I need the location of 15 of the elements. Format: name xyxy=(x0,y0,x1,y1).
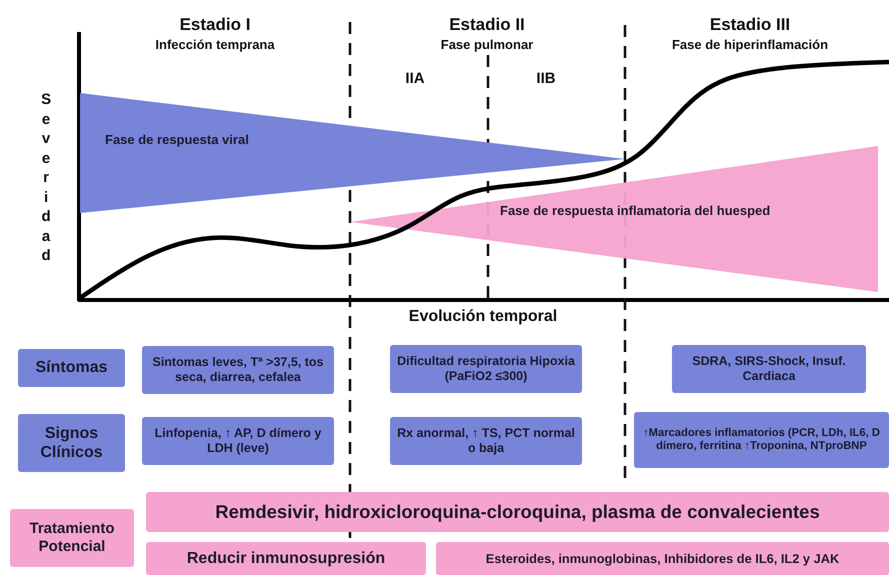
treatment-bar: Esteroides, inmunoglobinas, Inhibidores de IL6, IL2 y JAK xyxy=(436,542,889,575)
info-box: Dificultad respiratoria Hipoxia (PaFiO2 ≤300) xyxy=(390,345,582,393)
info-box: Rx anormal, ↑ TS, PCT normal o baja xyxy=(390,417,582,465)
info-box: ↑Marcadores inflamatorios (PCR, LDh, IL6, D dímero, ferritina ↑Troponina, NTproBNP xyxy=(634,412,889,468)
row-heading: Síntomas xyxy=(18,349,125,387)
treatment-bar: Remdesivir, hidroxicloroquina-cloroquina, plasma de convalecientes xyxy=(146,492,889,532)
row-heading: Tratamiento Potencial xyxy=(10,509,134,567)
treatment-bar: Reducir inmunosupresión xyxy=(146,542,426,575)
axis-label: Severidad xyxy=(41,90,56,266)
phase-label: Fase de respuesta inflamatoria del huesped xyxy=(500,202,770,220)
info-box: Linfopenia, ↑ AP, D dímero y LDH (leve) xyxy=(142,417,334,465)
phase-label: Fase de respuesta viral xyxy=(105,131,249,149)
info-box: Sintomas leves, Tª >37,5, tos seca, diarrea, cefalea xyxy=(142,346,334,394)
row-heading: Signos Clínicos xyxy=(18,414,125,472)
info-box: SDRA, SIRS-Shock, Insuf. Cardiaca xyxy=(672,345,866,393)
